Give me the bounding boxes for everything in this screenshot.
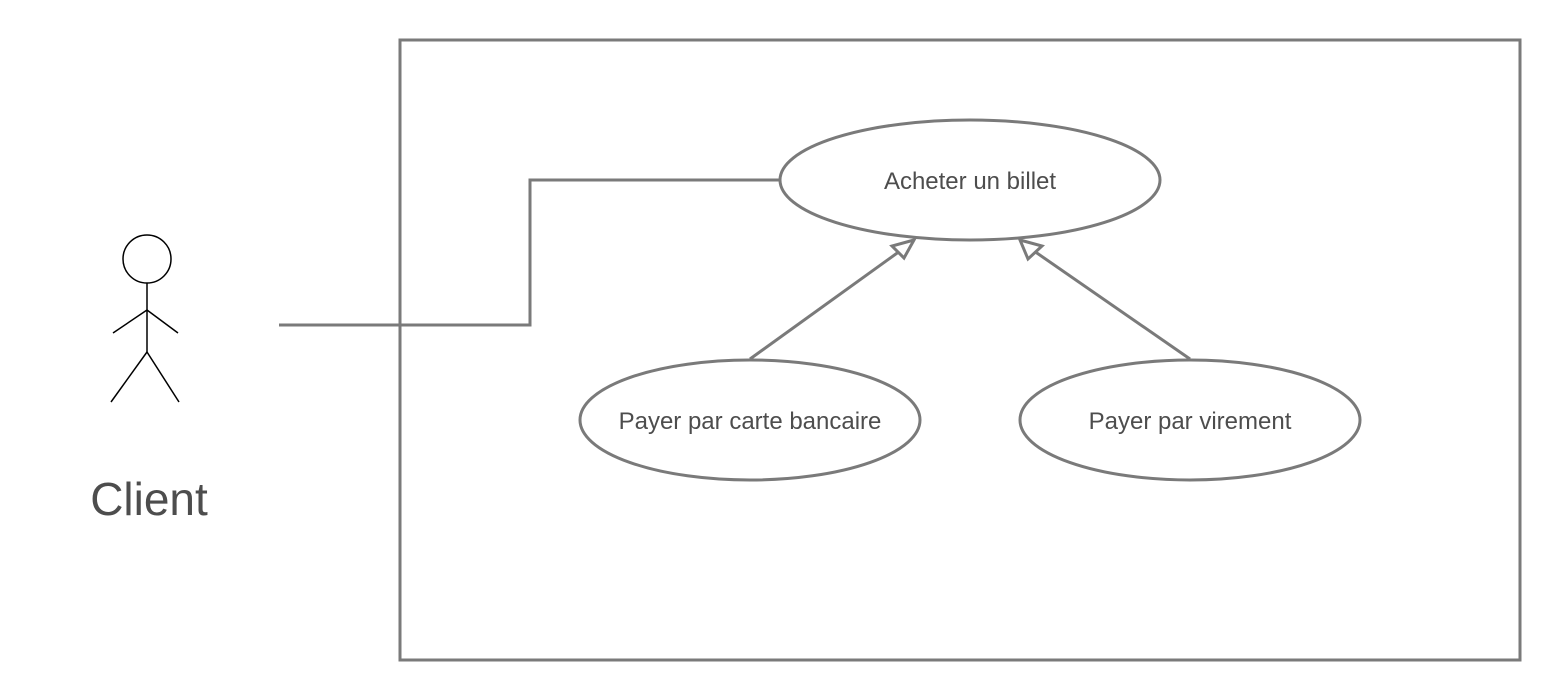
actor-arm-right [146,309,179,334]
system-boundary[interactable] [398,38,1522,662]
usecase-ellipse [778,118,1162,242]
generalization-transfer-line [1033,249,1191,361]
actor-head [122,234,172,284]
association-line[interactable] [279,178,780,327]
actor-arm-left [112,309,148,334]
usecase-payer-virement[interactable]: Payer par virement [1018,358,1362,482]
generalization-transfer-arrowhead [1017,237,1045,262]
actor-leg-right [146,351,180,403]
usecase-label: Payer par virement [1089,408,1292,435]
generalization-card[interactable] [749,237,918,361]
generalization-transfer[interactable] [1017,237,1191,361]
usecase-acheter-billet[interactable]: Acheter un billet [778,118,1162,242]
usecase-payer-carte[interactable]: Payer par carte bancaire [578,358,922,482]
usecase-ellipse [1018,358,1362,482]
usecase-label: Payer par carte bancaire [619,408,882,435]
generalization-card-arrowhead [889,237,918,261]
actor-leg-left [110,351,148,403]
actor-client[interactable]: Client [90,234,208,525]
generalization-card-line [749,249,901,361]
usecase-label: Acheter un billet [884,168,1056,195]
actor-label: Client [90,473,208,525]
usecase-ellipse [578,358,922,482]
